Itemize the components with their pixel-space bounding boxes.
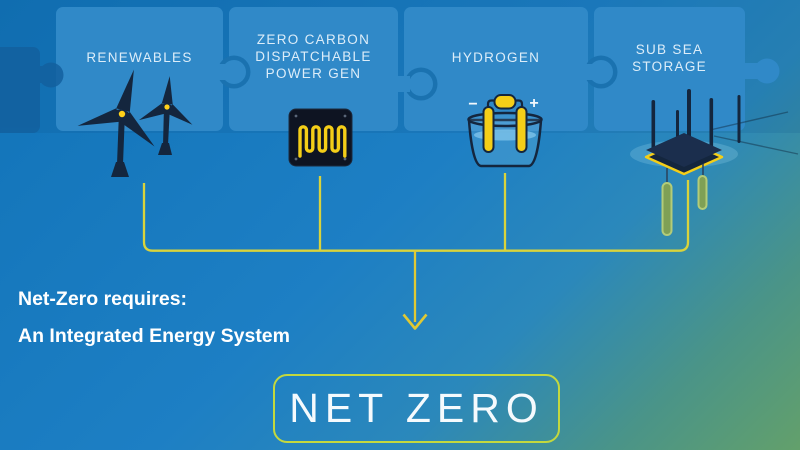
connector-lines: [142, 173, 690, 330]
hydrogen-electrolysis-icon: [467, 94, 543, 168]
puzzle-pieces: [0, 7, 780, 133]
minus-terminal-label: −: [468, 96, 478, 113]
electrode-right: [515, 106, 528, 153]
net-zero-label: NET ZERO: [289, 385, 544, 431]
piece-label-zero-carbon: ZERO CARBON DISPATCHABLE POWER GEN: [255, 32, 372, 81]
net-zero-box: NET ZERO: [273, 374, 560, 443]
piece-label-hydrogen: HYDROGEN: [451, 50, 541, 65]
storage-tube-left: [661, 182, 673, 236]
piece-label-renewables: RENEWABLES: [86, 50, 193, 65]
caption-line-1: Net-Zero requires:: [18, 288, 188, 310]
power-generator-icon: [288, 108, 353, 167]
caption-line-2: An Integrated Energy System: [18, 325, 290, 347]
wind-turbines-icon: [77, 69, 193, 177]
subsea-storage-icon: [630, 89, 799, 236]
battery: [493, 94, 517, 110]
caption: Net-Zero requires: An Integrated Energy …: [18, 281, 290, 355]
electrode-left: [482, 106, 495, 153]
storage-tube-right: [697, 175, 708, 210]
dark-puzzle-tab: [0, 47, 64, 133]
heating-coil: [298, 125, 347, 158]
piece-label-sub-sea-storage: SUB SEA STORAGE: [632, 42, 707, 74]
plus-terminal-label: +: [529, 95, 539, 112]
down-arrow-head: [402, 313, 428, 330]
